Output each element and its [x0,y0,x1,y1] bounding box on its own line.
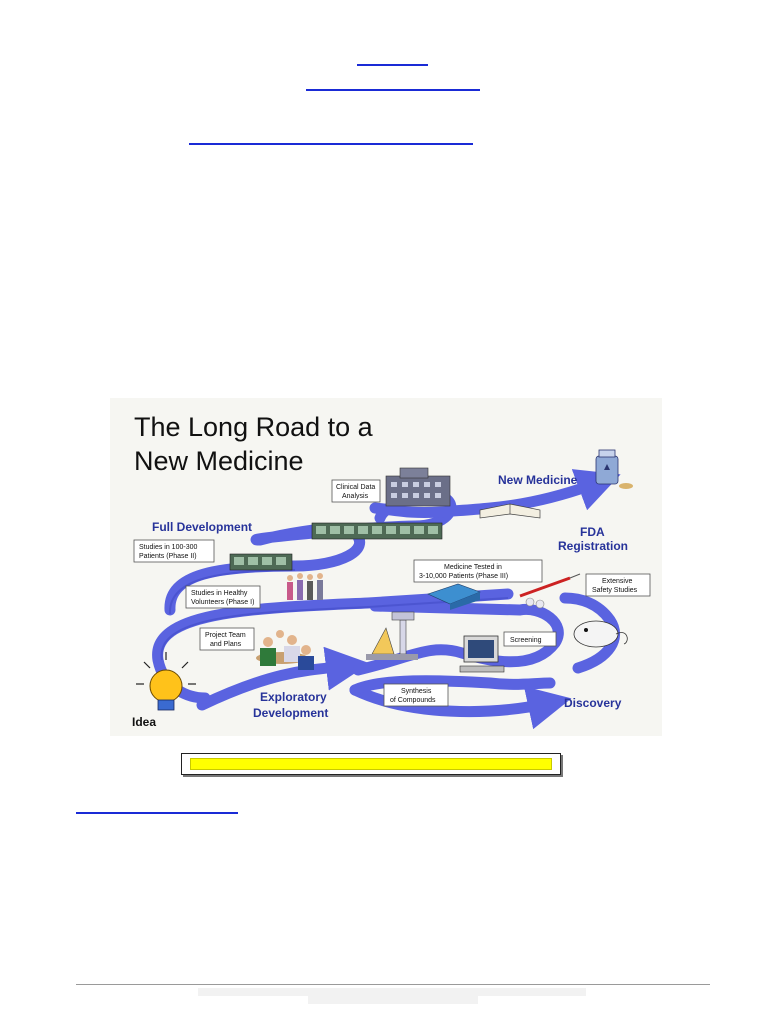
stage-fda-line1: FDA [580,525,605,539]
hospital-building-icon [427,583,481,610]
footer-rule [76,984,710,985]
building-icon [385,467,451,507]
box-clinical-data: Clinical Data Analysis [331,479,381,503]
box-synthesis: Synthesis of Compounds [383,683,449,707]
computer-icon [459,635,505,673]
svg-text:Medicine Tested in: Medicine Tested in [444,564,502,571]
server-row-icon [311,522,443,540]
svg-text:Synthesis: Synthesis [401,688,432,695]
stage-full-development: Full Development [152,520,252,534]
svg-text:Volunteers (Phase I): Volunteers (Phase I) [191,599,254,606]
stage-fda-line2: Registration [558,539,628,553]
light-bulb-icon [136,652,196,711]
volunteers-icon [287,573,323,600]
stage-idea: Idea [132,715,156,729]
box-safety-studies: Extensive Safety Studies [585,573,651,597]
svg-text:Clinical Data: Clinical Data [336,484,375,491]
footer-shade-1 [198,988,586,996]
stage-exploratory-line1: Exploratory [260,690,327,704]
medicine-bottle-icon [595,449,633,489]
road-diagram: The Long Road to a New Medicine New Medi… [132,412,651,730]
figure-title-line2: New Medicine [134,446,304,476]
svg-text:Screening: Screening [510,637,542,644]
syringe-icon [519,573,581,609]
footer-shade-2 [308,996,478,1004]
svg-text:Studies in Healthy: Studies in Healthy [191,590,248,597]
svg-text:Studies in 100-300: Studies in 100-300 [139,544,197,551]
link-underline-4[interactable] [76,812,238,814]
stage-exploratory-line2: Development [253,706,328,720]
svg-text:3-10,000 Patients (Phase III): 3-10,000 Patients (Phase III) [419,573,508,580]
stage-new-medicine: New Medicine [498,473,578,487]
link-underline-1[interactable] [357,64,428,66]
box-phase-iii: Medicine Tested in 3-10,000 Patients (Ph… [413,559,543,583]
box-screening: Screening [503,631,557,647]
caption-highlight [190,758,552,770]
lab-mouse-icon [573,620,628,648]
server-row-icon-2 [229,553,293,571]
svg-text:and Plans: and Plans [210,641,242,648]
svg-text:Safety Studies: Safety Studies [592,587,638,594]
open-book-icon [479,503,541,519]
project-team-icon [256,630,314,670]
drug-development-figure: The Long Road to a New Medicine New Medi… [110,398,662,736]
figure-title-line1: The Long Road to a [134,412,374,442]
svg-text:Analysis: Analysis [342,493,369,500]
svg-text:of Compounds: of Compounds [390,697,436,704]
svg-text:Project Team: Project Team [205,632,246,639]
link-underline-2[interactable] [306,89,480,91]
link-underline-3[interactable] [189,143,473,145]
box-phase-ii: Studies in 100-300 Patients (Phase II) [133,539,215,563]
lab-flask-icon [366,611,418,660]
stage-discovery: Discovery [564,696,622,710]
svg-text:Extensive: Extensive [602,578,632,585]
box-phase-i: Studies in Healthy Volunteers (Phase I) [185,585,261,609]
box-project-team: Project Team and Plans [199,627,255,651]
svg-text:Patients (Phase II): Patients (Phase II) [139,553,197,560]
caption-box [181,753,561,775]
